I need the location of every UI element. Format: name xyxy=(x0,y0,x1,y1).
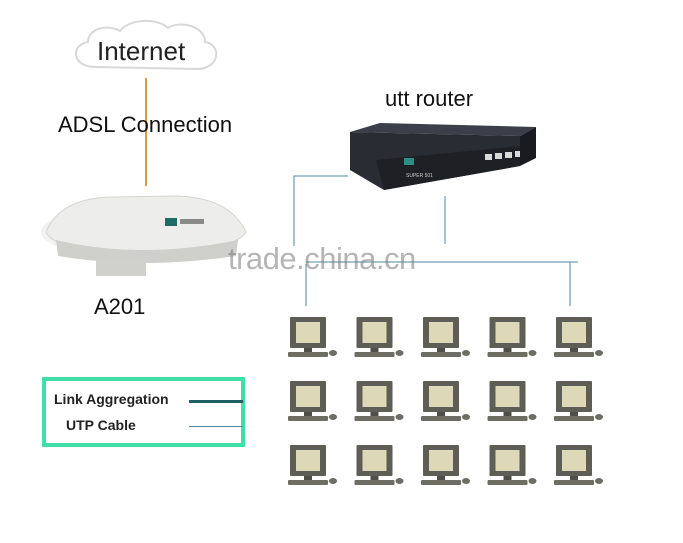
computer-icon xyxy=(554,445,603,485)
utp-cable-network xyxy=(293,175,578,306)
internet-cloud xyxy=(75,19,218,71)
computer-icon xyxy=(354,317,404,357)
watermark: trade.china.cn xyxy=(228,241,416,276)
router-device: SUPER 501 xyxy=(350,123,536,190)
computer-icon xyxy=(554,317,603,357)
computer-icon xyxy=(487,381,537,421)
legend-utp-cable-label: UTP Cable xyxy=(66,417,136,433)
legend-box: Link Aggregation UTP Cable xyxy=(42,377,245,447)
computer-icon xyxy=(487,445,537,485)
router-model-text: SUPER 501 xyxy=(406,173,433,179)
legend-link-aggregation-line xyxy=(189,400,243,403)
computer-icon xyxy=(421,317,470,357)
computer-icon xyxy=(288,445,337,485)
computer-icon xyxy=(421,445,470,485)
computer-icon xyxy=(354,381,404,421)
modem-label: A201 xyxy=(94,294,146,319)
computer-icon xyxy=(288,381,337,421)
computer-icon xyxy=(288,317,337,357)
router-label: utt router xyxy=(385,86,474,111)
adsl-connection-label: ADSL Connection xyxy=(58,112,233,137)
legend-utp-cable-line xyxy=(189,426,243,427)
internet-label: Internet xyxy=(97,36,186,66)
modem-device xyxy=(41,195,247,276)
computer-grid xyxy=(288,317,603,485)
computer-icon xyxy=(354,445,404,485)
legend-link-aggregation-label: Link Aggregation xyxy=(54,391,169,407)
computer-icon xyxy=(554,381,603,421)
computer-icon xyxy=(487,317,537,357)
computer-icon xyxy=(421,381,470,421)
